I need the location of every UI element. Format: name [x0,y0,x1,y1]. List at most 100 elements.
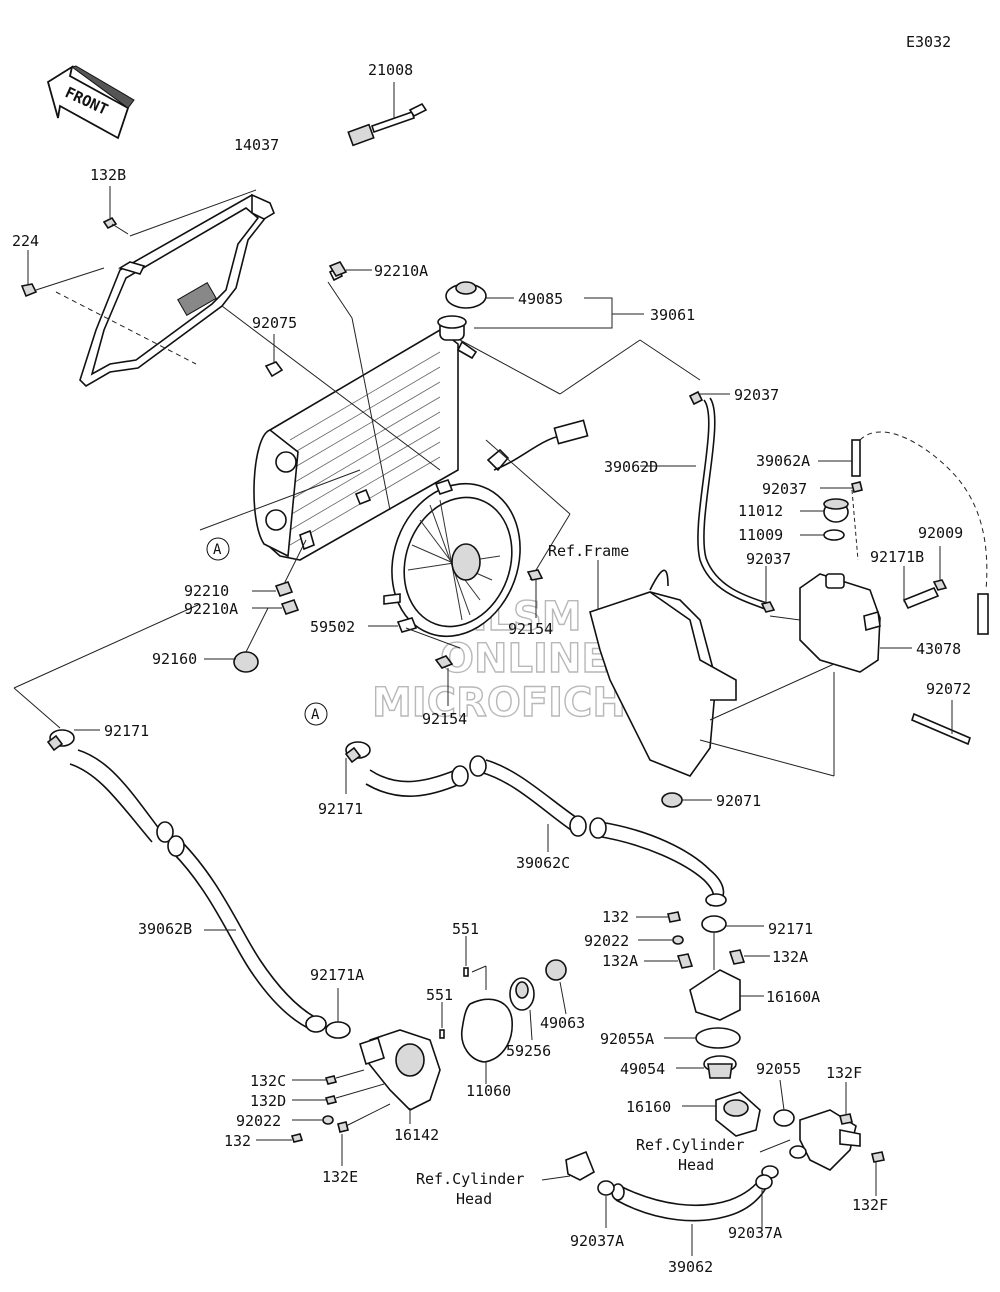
seal-49063 [545,959,567,1015]
label-92160: 92160 [152,650,197,668]
grommet-92160 [204,607,269,673]
radiator-screen-14037 [35,189,275,388]
label-132A-left: 132A [602,952,638,970]
pin-551-mid [439,1002,445,1039]
diagram-code: E3032 [906,33,951,51]
label-132-left: 132 [224,1132,251,1150]
cylinder-head-fitting-left [541,1150,596,1181]
thermostat-housing-16160A [689,915,764,1021]
label-132D: 132D [250,1092,286,1110]
label-92171-mid: 92171 [318,800,363,818]
label-92055A: 92055A [600,1030,654,1048]
gasket-11009 [800,529,845,541]
label-551-mid: 551 [426,986,453,1004]
clip-92210A-top [328,261,372,277]
label-132: 132 [602,908,629,926]
label-92037-mid: 92037 [762,480,807,498]
bolt-132-left [256,1133,304,1143]
label-21008: 21008 [368,61,413,79]
label-132E: 132E [322,1168,358,1186]
clamp-92171A [325,988,351,1039]
part-labels: 21008 14037 132B 224 92210A 49085 39061 … [12,61,971,1276]
label-92210A-top: 92210A [374,262,428,280]
front-direction-arrow-icon: FRONT [46,65,135,140]
label-92037-top: 92037 [734,386,779,404]
bolt-92009 [932,546,948,591]
label-39062: 39062 [668,1258,713,1276]
label-92055: 92055 [756,1060,801,1078]
label-59256: 59256 [506,1042,551,1060]
bolt-224 [20,250,38,298]
callout-marker-a-mid: A [304,702,328,726]
washer-92022-left [292,1115,334,1125]
clamp-92171-left [46,729,100,752]
clamp-92037A-right [755,1174,773,1228]
water-pump-16142 [359,1029,441,1124]
clip-92210A-lower [252,599,300,615]
label-92210A: 92210A [184,600,238,618]
label-92072: 92072 [926,680,971,698]
impeller-59256 [509,977,535,1041]
label-11060: 11060 [466,1082,511,1100]
label-132F-top: 132F [826,1064,862,1082]
callout-bracket-39061 [474,297,613,329]
label-11012: 11012 [738,502,783,520]
watermark: HLSM ONLINE MICROFICHE [371,593,654,726]
bolt-132D [292,1083,385,1105]
label-92022-left: 92022 [236,1112,281,1130]
pin-551-top [463,936,487,990]
label-92071: 92071 [716,792,761,810]
label-92210: 92210 [184,582,229,600]
label-224: 224 [12,232,39,250]
bolt-132B [102,186,129,235]
thermostat-49054 [676,1055,737,1079]
label-ref-cyl-head-left-2: Head [456,1190,492,1208]
cooling-fan-59502 [383,419,589,638]
label-ref-cyl-head-right-1: Ref.Cylinder [636,1136,744,1154]
label-39061: 39061 [650,306,695,324]
label-92075: 92075 [252,314,297,332]
screw-92154-a [526,569,544,618]
bolt-132E [337,1103,391,1166]
label-92022-right: 92022 [584,932,629,950]
svg-text:MICROFICHE: MICROFICHE [372,680,653,726]
radiator-cap-49085 [445,281,514,309]
o-ring-92055A [664,1027,741,1049]
fan-switch-sensor-21008 [347,82,428,147]
label-551-top: 551 [452,920,479,938]
grommet-92075 [264,334,284,378]
label-132F-bottom: 132F [852,1196,888,1214]
svg-text:ONLINE: ONLINE [440,636,609,682]
label-ref-cyl-head-left-1: Ref.Cylinder [416,1170,524,1188]
bolt-132 [636,911,681,923]
label-132C: 132C [250,1072,286,1090]
label-49063: 49063 [540,1014,585,1032]
svg-text:A: A [311,707,320,723]
frame-reference-part [589,560,835,777]
screw-92154-b [434,655,454,706]
bolt-132F-top [839,1082,853,1125]
clamp-92037-mid [820,481,863,493]
label-132B: 132B [90,166,126,184]
bolt-132A-right [728,949,770,965]
reserve-tank-43078 [769,573,912,673]
label-43078: 43078 [916,640,961,658]
label-92171B: 92171B [870,548,924,566]
water-hose-39062 [611,1175,767,1256]
bolt-132A-left [644,953,694,969]
thermostat-case-16160 [682,1091,761,1137]
grommet-92071 [661,792,712,808]
label-16142: 16142 [394,1126,439,1144]
label-11009: 11009 [738,526,783,544]
label-16160: 16160 [626,1098,671,1116]
clip-92210 [252,539,307,597]
label-ref-cyl-head-right-2: Head [678,1156,714,1174]
label-14037: 14037 [234,136,279,154]
hose-39062A [818,431,989,635]
label-92171A: 92171A [310,966,364,984]
label-92037A-right: 92037A [728,1224,782,1242]
label-39062B: 39062B [138,920,192,938]
radiator [253,266,478,561]
washer-92022-right [638,935,684,945]
